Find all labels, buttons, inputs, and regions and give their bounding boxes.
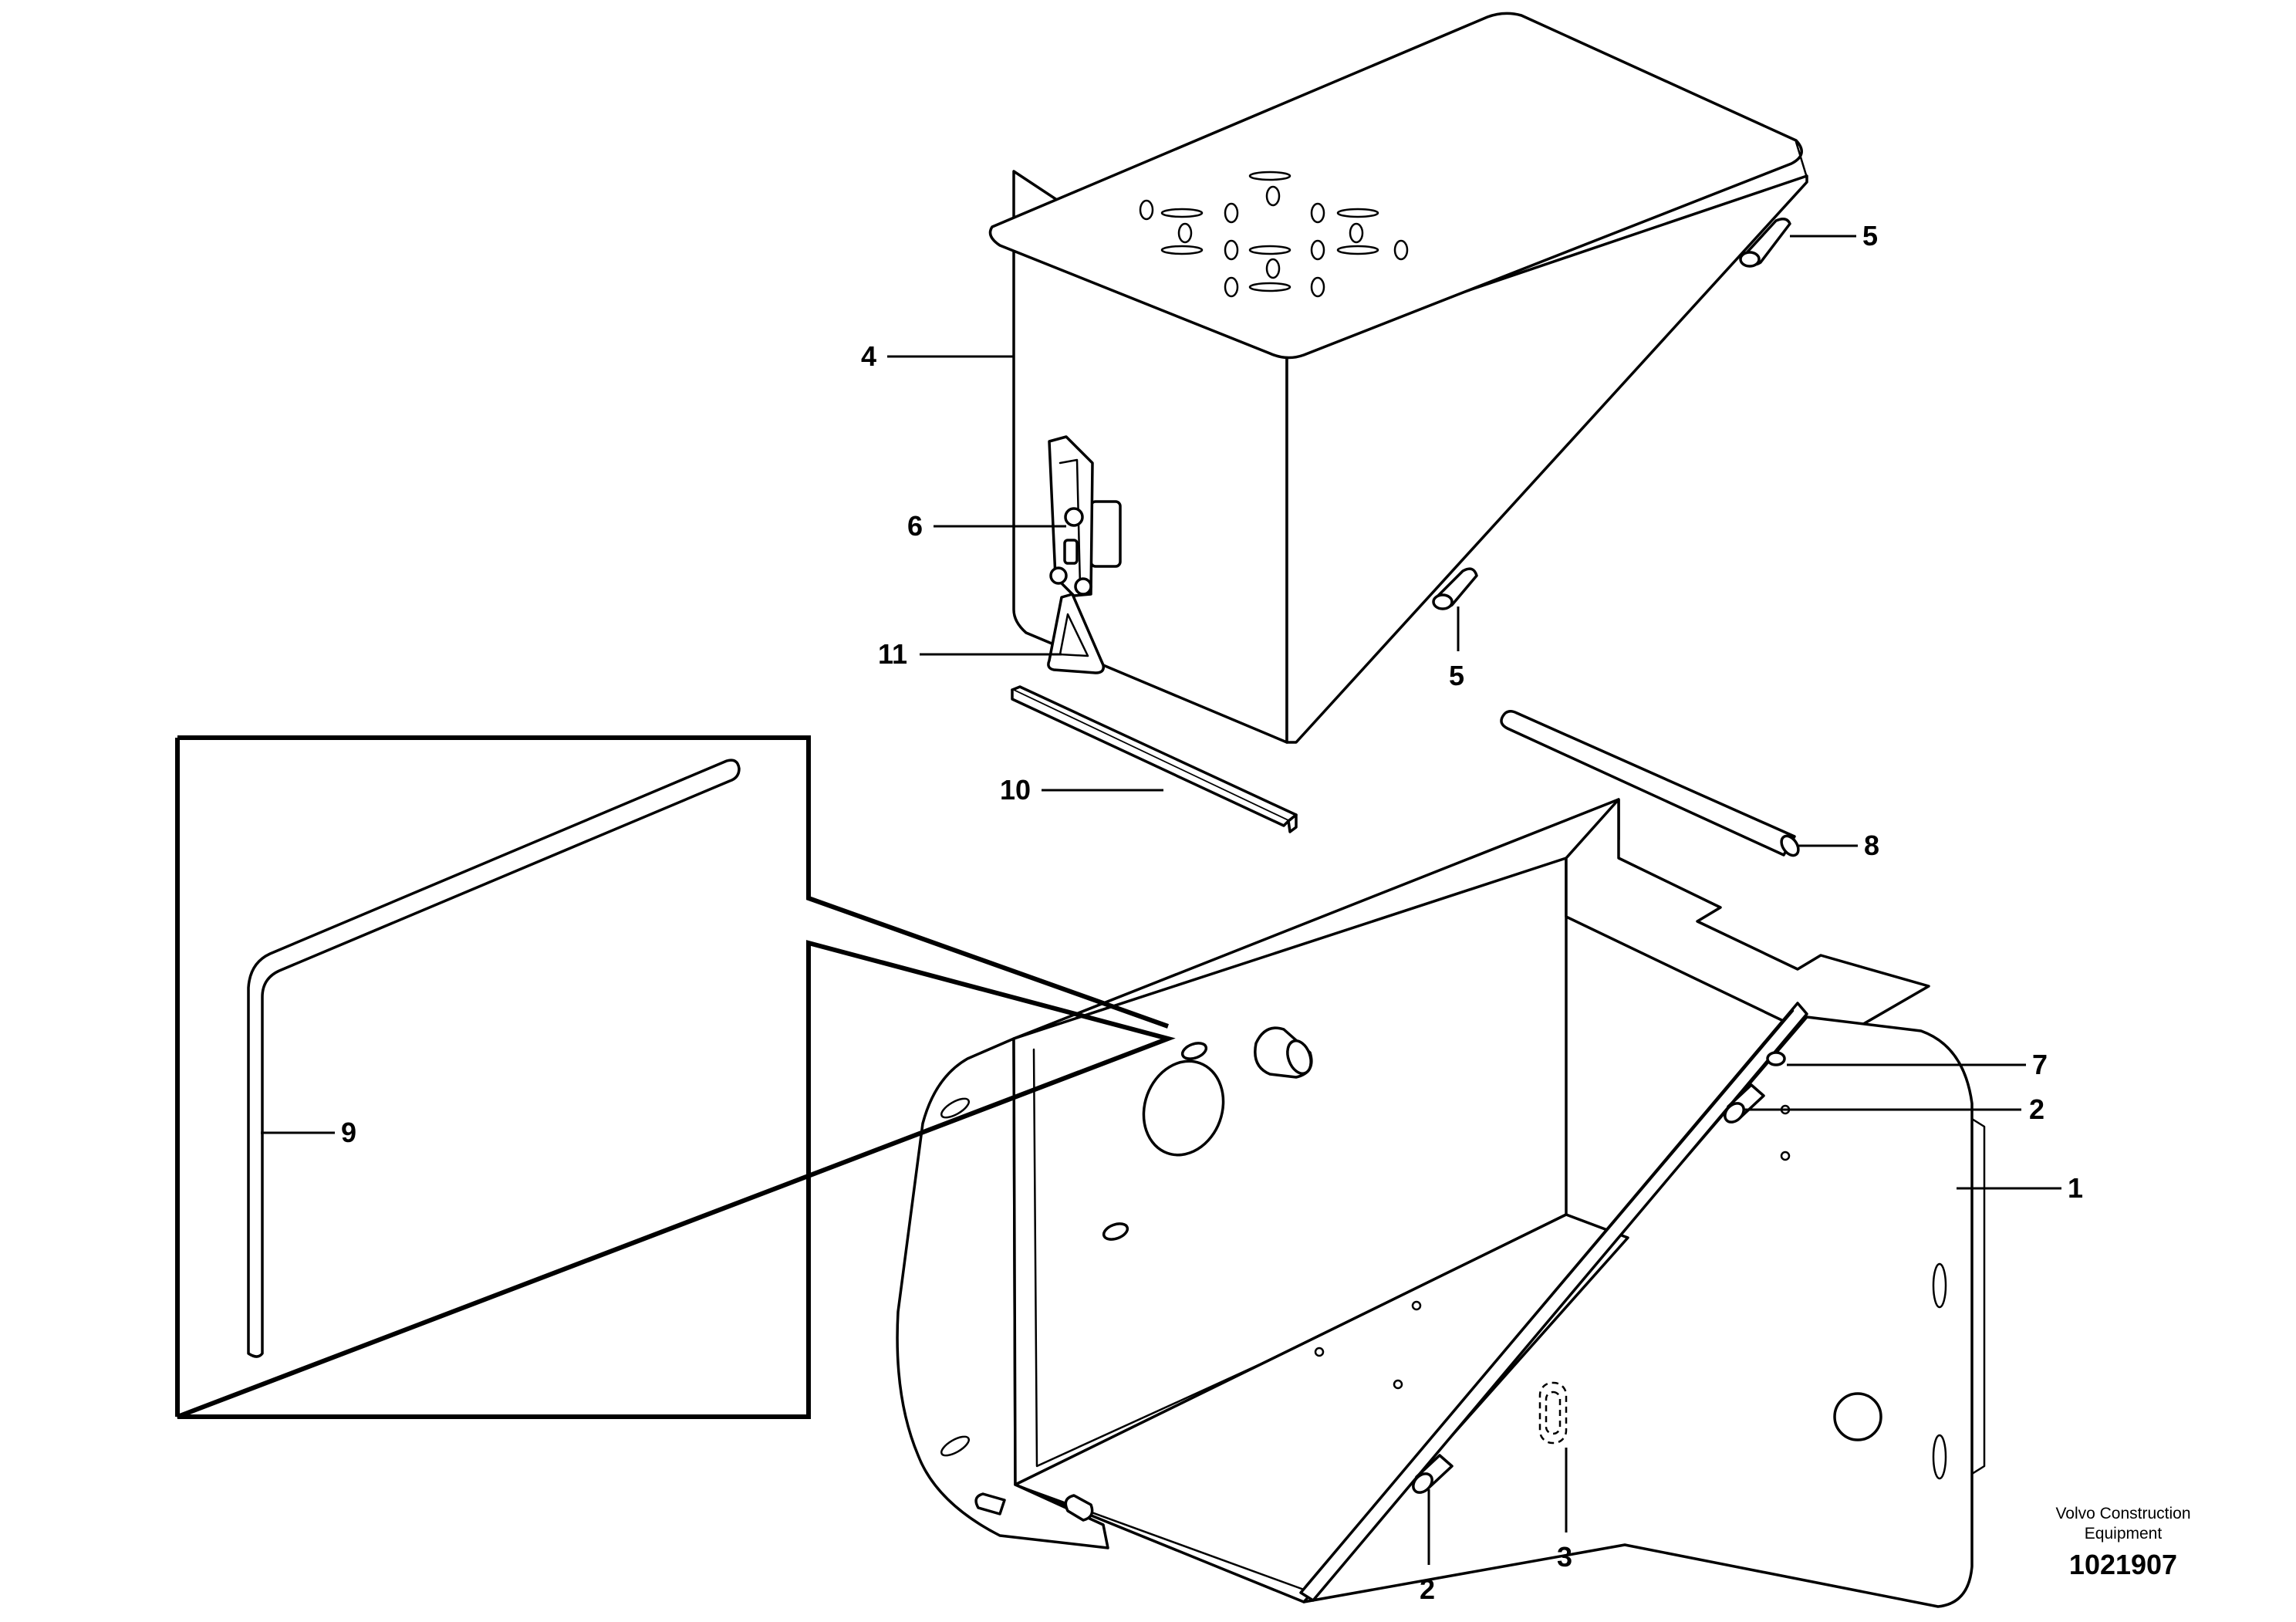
latch-assembly [1048, 435, 1122, 597]
footer: Volvo Construction Equipment 1021907 [2055, 1505, 2190, 1580]
callout-6: 6 [907, 510, 923, 542]
pull-handle [1047, 593, 1106, 674]
callout-3: 3 [1557, 1541, 1572, 1573]
callout-2-right: 2 [2029, 1093, 2044, 1125]
callout-5-middle: 5 [1449, 660, 1464, 691]
leader-lines [261, 235, 2061, 1565]
callout-labels: 1 2 2 3 4 5 5 6 7 8 9 10 11 [341, 220, 2083, 1605]
seal-strip [1011, 685, 1298, 833]
vent-holes [1139, 171, 1409, 298]
callout-10: 10 [1000, 774, 1031, 806]
callout-8: 8 [1864, 830, 1879, 861]
cover-box [988, 12, 1808, 744]
company-name: Volvo Construction [2055, 1505, 2190, 1522]
company-name-line2: Equipment [2085, 1525, 2163, 1543]
callout-4: 4 [861, 340, 876, 372]
callout-9: 9 [341, 1117, 356, 1148]
pin-lower [1432, 567, 1478, 610]
callout-2-bottom: 2 [1420, 1573, 1435, 1605]
callout-5-top: 5 [1862, 220, 1878, 252]
callout-7: 7 [2032, 1049, 2048, 1080]
detail-box [175, 735, 1176, 1419]
rod [1500, 710, 1800, 857]
callout-11: 11 [878, 638, 907, 670]
pin-upper [1739, 218, 1791, 268]
tray-bracket [896, 798, 1986, 1608]
drawing-number: 1021907 [2069, 1549, 2177, 1580]
callout-1: 1 [2068, 1172, 2083, 1204]
